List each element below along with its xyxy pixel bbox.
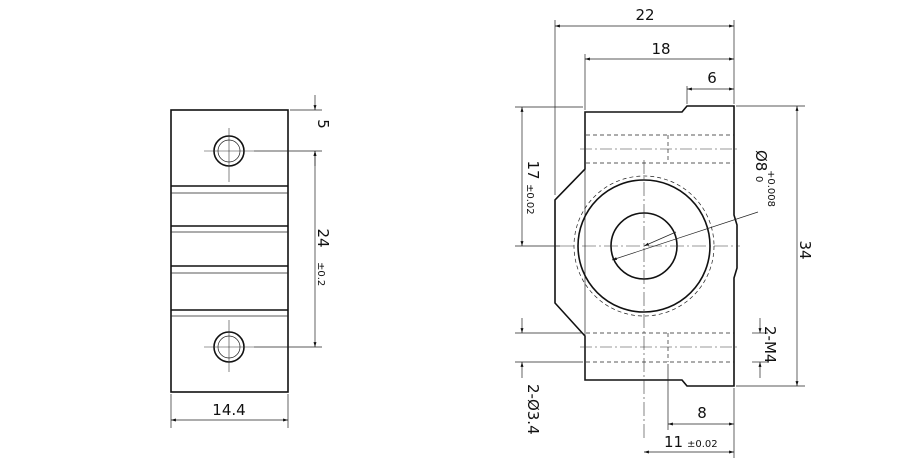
left-body-outline	[170, 109, 289, 393]
dim-hole-pos-tol: ±0.02	[687, 439, 718, 450]
dim-hole-spacing-label: 24	[314, 228, 332, 247]
dim-width-label: 14.4	[212, 401, 245, 419]
dim-hole-dia-label: 2-Ø3.4	[524, 384, 542, 435]
dim-overall-width-label: 22	[635, 6, 654, 24]
dim-thread-depth-label: 8	[697, 404, 707, 422]
dim-top-offset-label: 5	[314, 119, 332, 129]
dim-overall-height-label: 34	[796, 240, 814, 259]
right-view: 22 18 6 17 ±0.02 Ø8 +0.008 0 34 2-M4 2	[515, 6, 814, 458]
dim-thread-label: 2-M4	[761, 326, 779, 363]
dim-center-height-tol: ±0.02	[524, 184, 535, 215]
bore-leader	[643, 231, 677, 247]
dim-center-height-label: 17	[524, 160, 542, 179]
dim-flange-width-label: 18	[651, 40, 670, 58]
right-body-outline	[554, 105, 738, 387]
dim-hole-spacing-tol: ±0.2	[315, 262, 326, 286]
dim-bore-tol-upper: +0.008	[765, 170, 776, 207]
dim-bore-tol-lower: 0	[753, 176, 764, 182]
bore-leader	[611, 211, 759, 261]
dim-bore-label: Ø8	[752, 150, 770, 171]
dim-step-label: 6	[707, 69, 717, 87]
dim-hole-pos-label: 11	[664, 433, 683, 451]
left-view: 5 24 ±0.2 14.4	[170, 95, 332, 428]
